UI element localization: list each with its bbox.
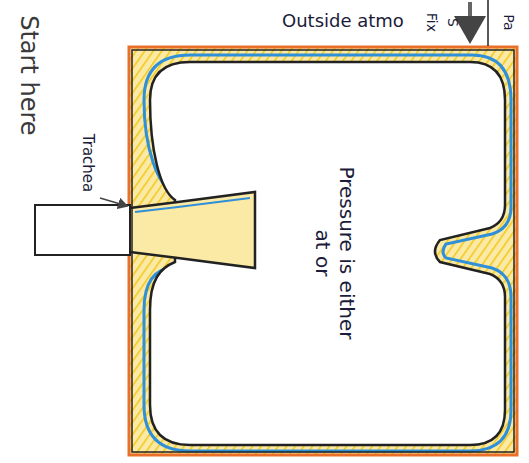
- note-label: Fix: [424, 12, 441, 31]
- start-label: Start here: [14, 15, 43, 135]
- leader-arrow: [100, 198, 127, 206]
- trachea-tube: [35, 205, 130, 255]
- bronchus-line: [135, 198, 250, 212]
- part-label: Trachea: [79, 134, 97, 193]
- note-label: Pa: [500, 14, 517, 30]
- note-label: Pressure is either at or: [311, 158, 359, 348]
- bronchus: [130, 192, 255, 268]
- leader-line: [487, 0, 489, 46]
- pleural-space: [130, 48, 516, 454]
- chest-box-inner: [132, 50, 514, 452]
- force-arrow: [468, 2, 472, 40]
- chest-box: [129, 47, 517, 455]
- note-label: Outside atmo: [282, 10, 404, 32]
- note-label: S: [444, 18, 461, 27]
